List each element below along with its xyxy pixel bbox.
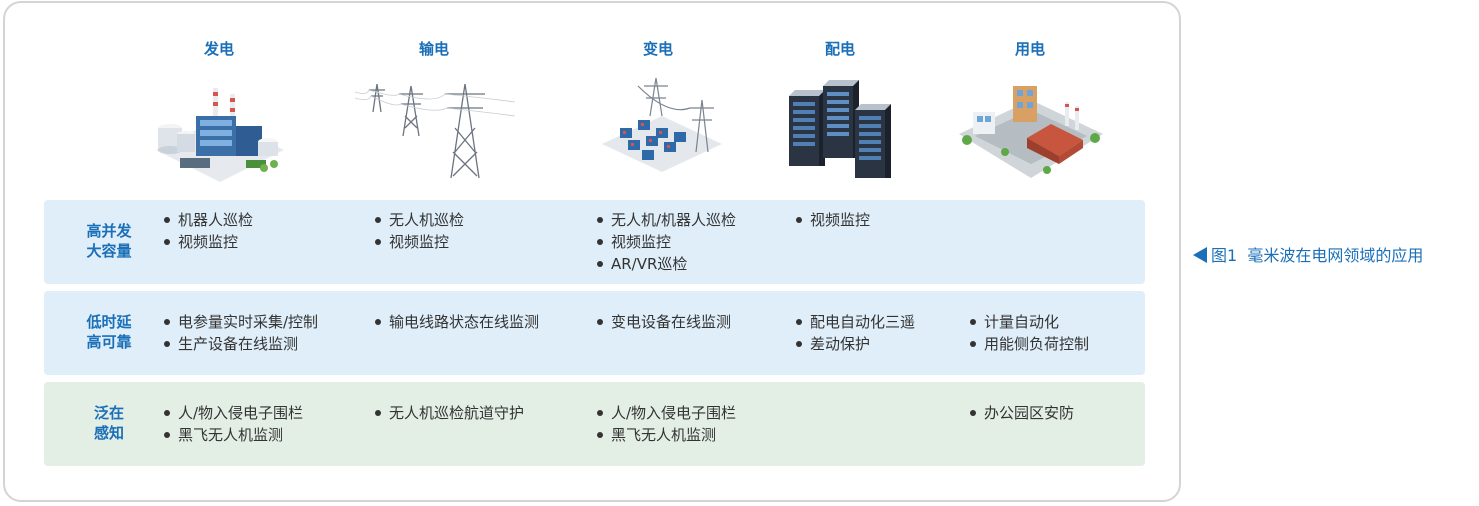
list-item: 无人机/机器人巡检 bbox=[595, 209, 736, 231]
list-item: 配电自动化三遥 bbox=[794, 311, 915, 333]
category-header-distribution: 配电 bbox=[824, 40, 855, 58]
cell-row0-distribution: 视频监控 bbox=[794, 209, 870, 231]
list-item: 生产设备在线监测 bbox=[162, 333, 318, 355]
list-item: AR/VR巡检 bbox=[595, 253, 736, 275]
cell-row0-generation: 机器人巡检 视频监控 bbox=[162, 209, 253, 253]
triangle-left-icon bbox=[1193, 247, 1207, 263]
list-item: 用能侧负荷控制 bbox=[968, 333, 1089, 355]
server-rack-icon bbox=[789, 80, 891, 178]
list-item: 人/物入侵电子围栏 bbox=[595, 402, 736, 424]
cell-row2-generation: 人/物入侵电子围栏 黑飞无人机监测 bbox=[162, 402, 303, 446]
list-item: 计量自动化 bbox=[968, 311, 1089, 333]
list-item: 差动保护 bbox=[794, 333, 915, 355]
row-label-line: 泛在 bbox=[93, 404, 124, 422]
category-header-generation: 发电 bbox=[203, 40, 234, 58]
row-label-low-latency: 低时延 高可靠 bbox=[44, 312, 174, 352]
cell-row1-distribution: 配电自动化三遥 差动保护 bbox=[794, 311, 915, 355]
row-label-line: 高并发 bbox=[86, 222, 132, 240]
caption-text: 图1 毫米波在电网领域的应用 bbox=[1211, 246, 1424, 265]
list-item: 视频监控 bbox=[595, 231, 736, 253]
row-label-ubiquitous-sensing: 泛在 感知 bbox=[44, 403, 174, 443]
row-band-ubiquitous-sensing bbox=[44, 382, 1145, 466]
row-label-line: 感知 bbox=[93, 424, 124, 442]
cell-row0-substation: 无人机/机器人巡检 视频监控 AR/VR巡检 bbox=[595, 209, 736, 275]
cell-row2-consumption: 办公园区安防 bbox=[968, 402, 1074, 424]
row-band-high-concurrency bbox=[44, 200, 1145, 284]
cell-row1-substation: 变电设备在线监测 bbox=[595, 311, 731, 333]
list-item: 输电线路状态在线监测 bbox=[373, 311, 539, 333]
list-item: 变电设备在线监测 bbox=[595, 311, 731, 333]
list-item: 视频监控 bbox=[162, 231, 253, 253]
cell-row2-substation: 人/物入侵电子围栏 黑飞无人机监测 bbox=[595, 402, 736, 446]
list-item: 黑飞无人机监测 bbox=[162, 424, 303, 446]
power-plant-icon bbox=[156, 88, 284, 182]
cell-row1-consumption: 计量自动化 用能侧负荷控制 bbox=[968, 311, 1089, 355]
category-header-consumption: 用电 bbox=[1014, 40, 1045, 58]
row-label-line: 低时延 bbox=[86, 313, 132, 331]
list-item: 办公园区安防 bbox=[968, 402, 1074, 424]
row-label-line: 高可靠 bbox=[86, 333, 132, 351]
row-label-high-concurrency: 高并发 大容量 bbox=[44, 221, 174, 261]
transmission-tower-icon bbox=[355, 83, 515, 179]
row-label-line: 大容量 bbox=[86, 242, 132, 260]
figure-caption: 图1 毫米波在电网领域的应用 bbox=[1193, 242, 1423, 266]
cell-row2-transmission: 无人机巡检航道守护 bbox=[373, 402, 524, 424]
list-item: 无人机巡检航道守护 bbox=[373, 402, 524, 424]
cell-row1-transmission: 输电线路状态在线监测 bbox=[373, 311, 539, 333]
city-block-icon bbox=[959, 86, 1103, 178]
cell-row0-transmission: 无人机巡检 视频监控 bbox=[373, 209, 464, 253]
cell-row1-generation: 电参量实时采集/控制 生产设备在线监测 bbox=[162, 311, 318, 355]
list-item: 机器人巡检 bbox=[162, 209, 253, 231]
list-item: 视频监控 bbox=[373, 231, 464, 253]
list-item: 无人机巡检 bbox=[373, 209, 464, 231]
substation-icon bbox=[602, 77, 722, 172]
list-item: 电参量实时采集/控制 bbox=[162, 311, 318, 333]
row-band-low-latency bbox=[44, 291, 1145, 375]
list-item: 人/物入侵电子围栏 bbox=[162, 402, 303, 424]
list-item: 黑飞无人机监测 bbox=[595, 424, 736, 446]
list-item: 视频监控 bbox=[794, 209, 870, 231]
category-header-substation: 变电 bbox=[642, 40, 673, 58]
category-header-transmission: 输电 bbox=[418, 40, 449, 58]
